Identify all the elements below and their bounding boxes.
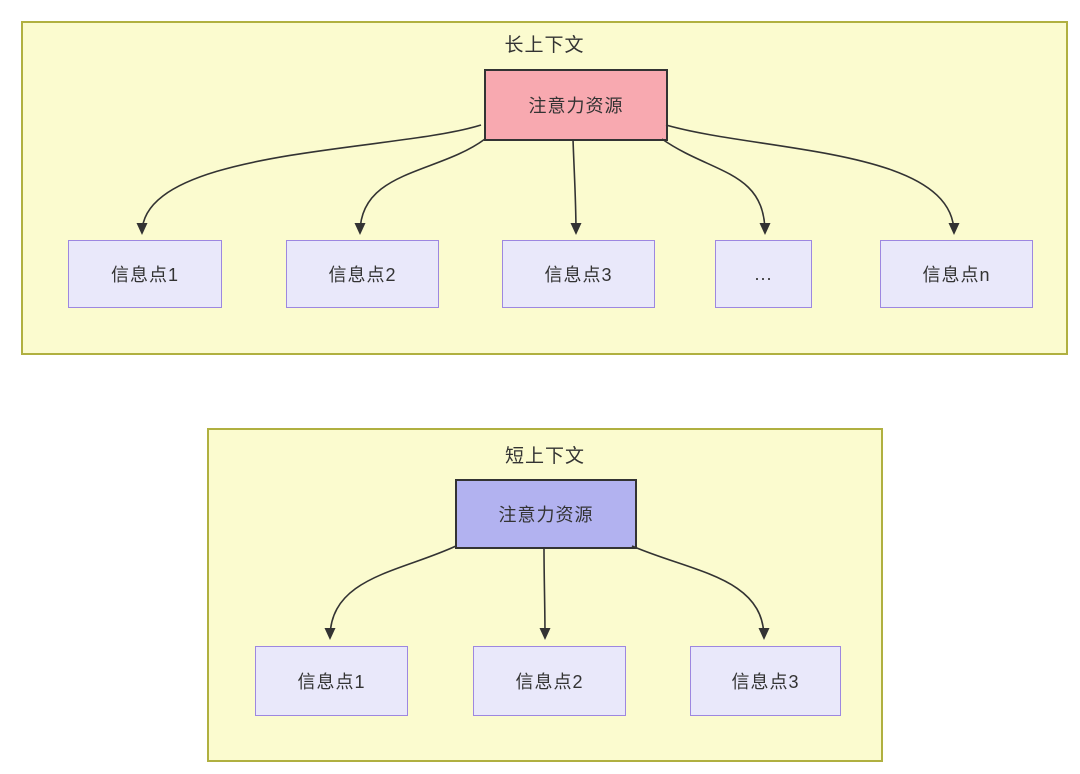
short-attention-node: 注意力资源 <box>455 479 637 549</box>
long-attention-node: 注意力资源 <box>484 69 668 141</box>
long-info-node-ellipsis: ... <box>715 240 812 308</box>
short-context-title: 短上下文 <box>504 446 585 467</box>
long-info-node-1: 信息点1 <box>68 240 222 308</box>
short-context-panel: 短上下文 注意力资源 信息点1 信息点2 信息点3 <box>207 428 883 762</box>
long-info-node-n: 信息点n <box>880 240 1033 308</box>
long-info-node-3: 信息点3 <box>502 240 655 308</box>
long-info-node-2: 信息点2 <box>286 240 439 308</box>
short-info-node-1: 信息点1 <box>255 646 408 716</box>
long-context-title: 长上下文 <box>504 35 585 56</box>
long-context-panel: 长上下文 注意力资源 信息点1 信息点2 信息点3 ... 信息点n <box>21 21 1068 355</box>
short-info-node-3: 信息点3 <box>690 646 841 716</box>
short-info-node-2: 信息点2 <box>473 646 626 716</box>
